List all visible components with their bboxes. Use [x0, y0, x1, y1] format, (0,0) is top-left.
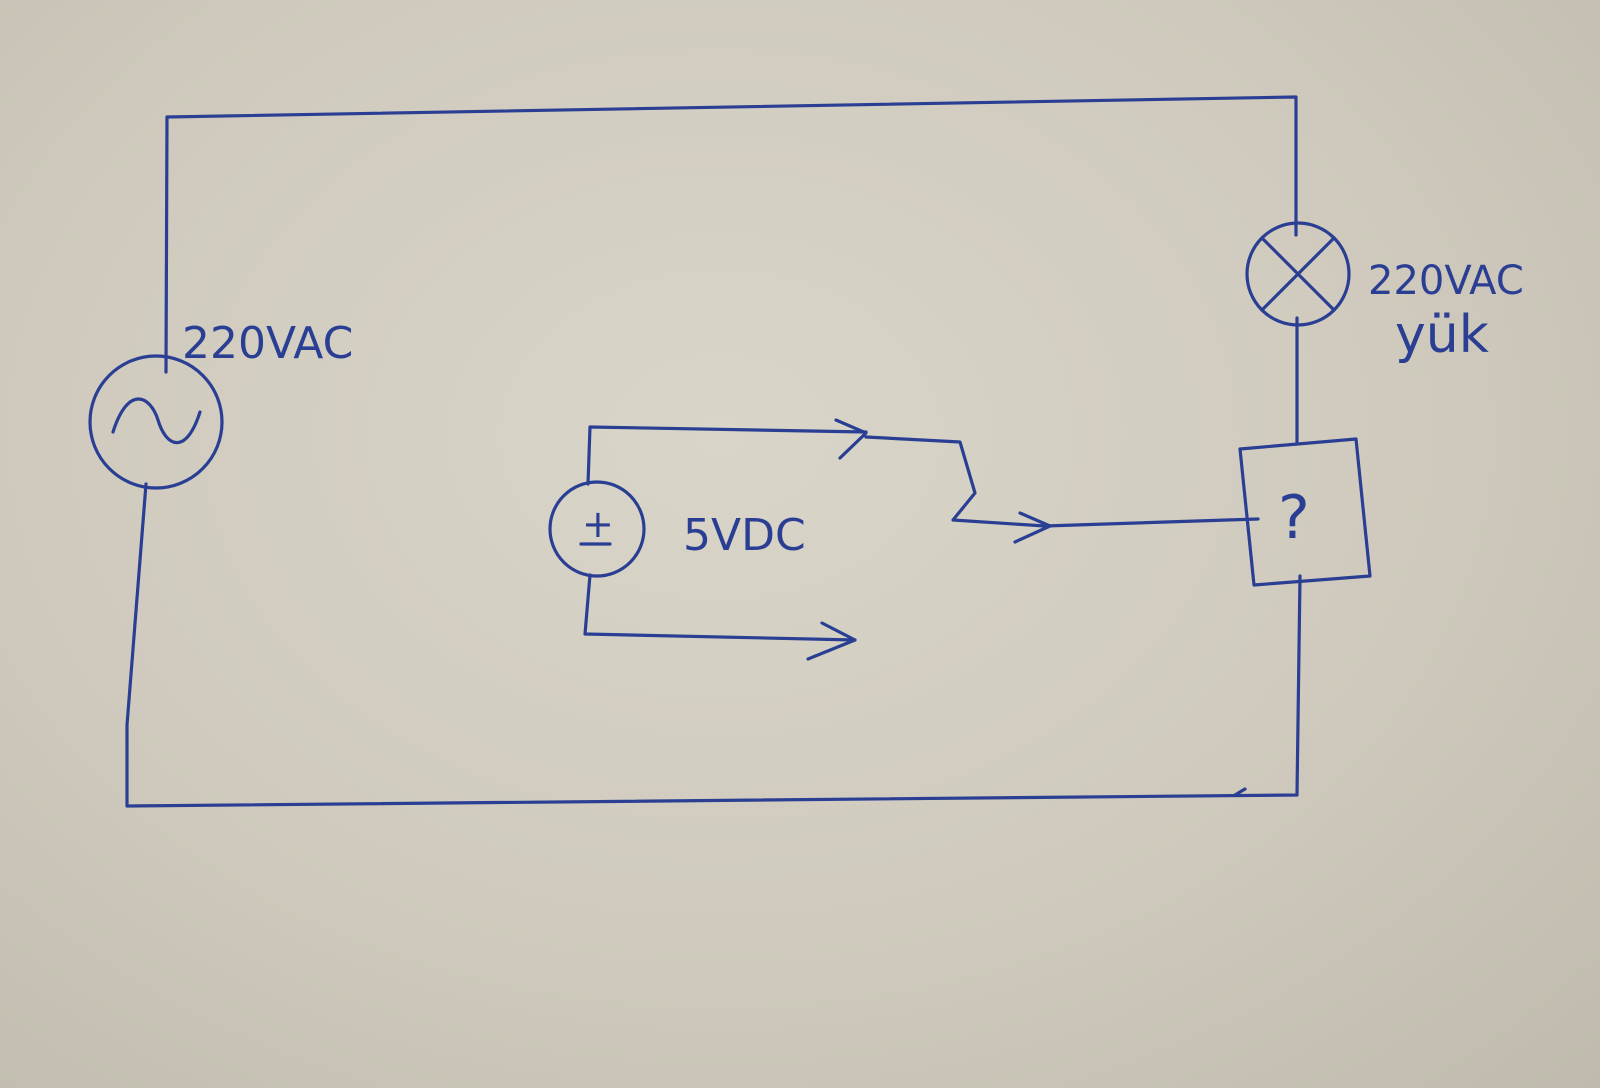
- dc-polarity-label: +: [582, 502, 614, 546]
- dc-source-label: 5VDC: [683, 510, 806, 561]
- load-voltage-label: 220VAC: [1368, 258, 1524, 304]
- ac-source: [88, 354, 224, 490]
- dc-wire-top: [586, 425, 868, 486]
- unknown-component: ?: [1238, 437, 1372, 587]
- wire-bottom-end-tick: [1233, 787, 1247, 797]
- control-wire: [864, 435, 1260, 528]
- load-word-label: yük: [1395, 305, 1489, 365]
- unknown-component-label: ?: [1278, 483, 1310, 553]
- wire-left-bottom: [125, 482, 1302, 808]
- sine-wave-icon: [111, 397, 202, 445]
- dc-arrow-bottom: [806, 621, 857, 661]
- dc-source: +: [548, 418, 868, 661]
- dc-arrow-top: [834, 418, 868, 460]
- lamp-cross-icon: [1260, 236, 1336, 312]
- control-arrow: [1013, 511, 1052, 544]
- dc-wire-bottom: [583, 573, 857, 642]
- wire-top: [164, 95, 1298, 374]
- ac-source-label: 220VAC: [182, 318, 353, 369]
- lamp-load: [1245, 221, 1351, 327]
